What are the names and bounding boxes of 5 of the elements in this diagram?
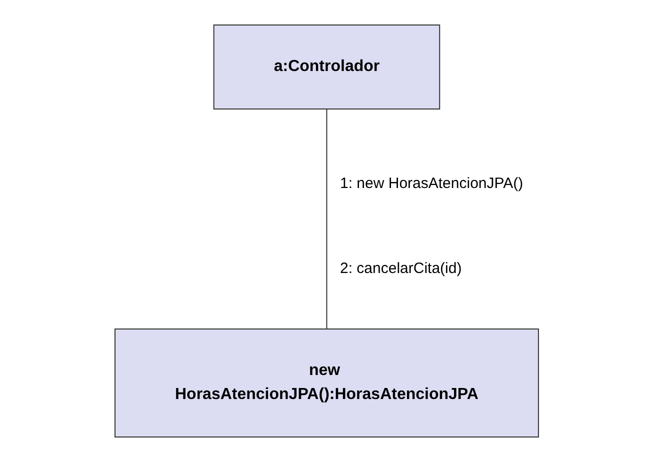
node-box: new HorasAtencionJPA():HorasAtencionJPA [114,328,539,438]
node-box: a:Controlador [213,24,440,110]
connector [326,108,327,330]
message-label: 2: cancelarCita(id) [340,260,463,277]
message-label: 1: new HorasAtencionJPA() [340,175,524,192]
